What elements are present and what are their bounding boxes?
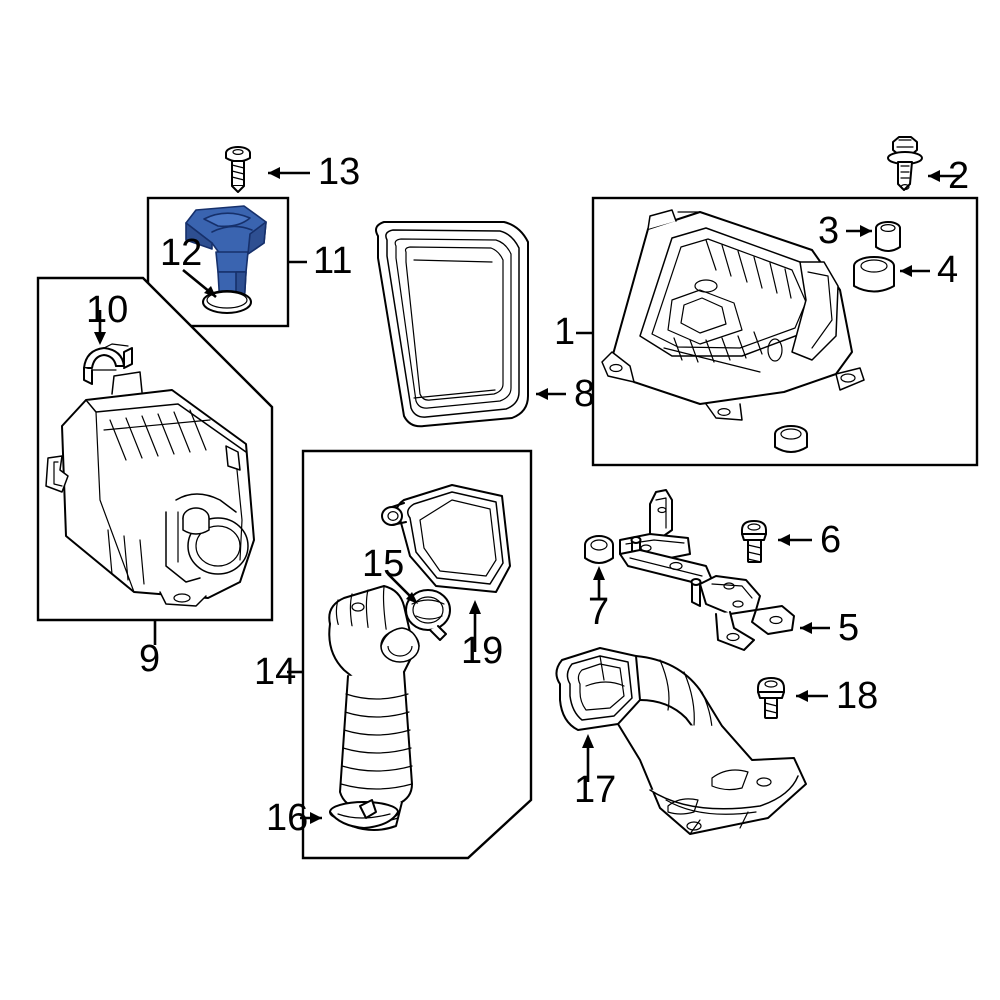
arrow-8-head (536, 388, 548, 400)
part-13-maf-screw (225, 146, 251, 193)
part-8-air-filter-element (375, 221, 529, 428)
arrow-10-head (94, 332, 106, 345)
callout-16: 16 (266, 797, 308, 839)
arrow-2-head (928, 170, 940, 182)
callout-13: 13 (318, 151, 360, 193)
part-5-mounting-bracket (619, 489, 795, 651)
callout-8: 8 (574, 373, 595, 415)
part-1-air-cleaner-lower-body (601, 209, 865, 421)
part-16-hose-clip (329, 799, 399, 829)
arrow-18-head (796, 690, 808, 702)
arrow-5-head (800, 622, 812, 634)
arrow-15-head (406, 592, 418, 604)
part-15-hose-clamp (405, 589, 451, 641)
callout-10: 10 (86, 289, 128, 331)
part-19-resonator (381, 484, 511, 593)
arrow-7-head (593, 566, 605, 580)
callout-5: 5 (838, 607, 859, 649)
callout-1: 1 (554, 311, 575, 353)
part-10-retaining-clip (83, 343, 133, 385)
callout-4: 4 (937, 249, 958, 291)
callout-2: 2 (948, 155, 969, 197)
part-grommet-bottom-inside-box1 (774, 425, 808, 453)
arrow-17-head (582, 734, 594, 748)
arrow-16-head (310, 812, 322, 824)
callout-6: 6 (820, 519, 841, 561)
arrow-6-head (778, 534, 790, 546)
callout-11: 11 (313, 240, 352, 282)
arrow-12-head (204, 286, 216, 297)
part-2-flange-bolt (887, 136, 923, 191)
callout-19: 19 (461, 630, 503, 672)
arrow-3-head (860, 225, 872, 237)
part-14-air-intake-hose (328, 585, 420, 831)
callout-17: 17 (574, 769, 616, 811)
callout-3: 3 (818, 210, 839, 252)
callout-14: 14 (254, 651, 296, 693)
callout-9: 9 (139, 638, 160, 680)
arrow-19-head (469, 600, 481, 614)
arrow-4-head (900, 265, 912, 277)
arrow-15-line (387, 573, 413, 599)
callout-18: 18 (836, 675, 878, 717)
arrow-13-head (268, 167, 280, 179)
callout-12: 12 (160, 232, 202, 274)
part-4-grommet (853, 256, 895, 293)
callout-15: 15 (362, 543, 404, 585)
part-6-bracket-bolt (741, 520, 767, 563)
part-18-duct-bolt (757, 677, 785, 719)
callout-7: 7 (588, 591, 609, 633)
part-7-bracket-grommet (584, 535, 614, 564)
part-17-air-inlet-duct (555, 647, 807, 835)
part-9-air-cleaner-upper-cover (45, 371, 255, 607)
part-3-bushing (875, 221, 901, 252)
